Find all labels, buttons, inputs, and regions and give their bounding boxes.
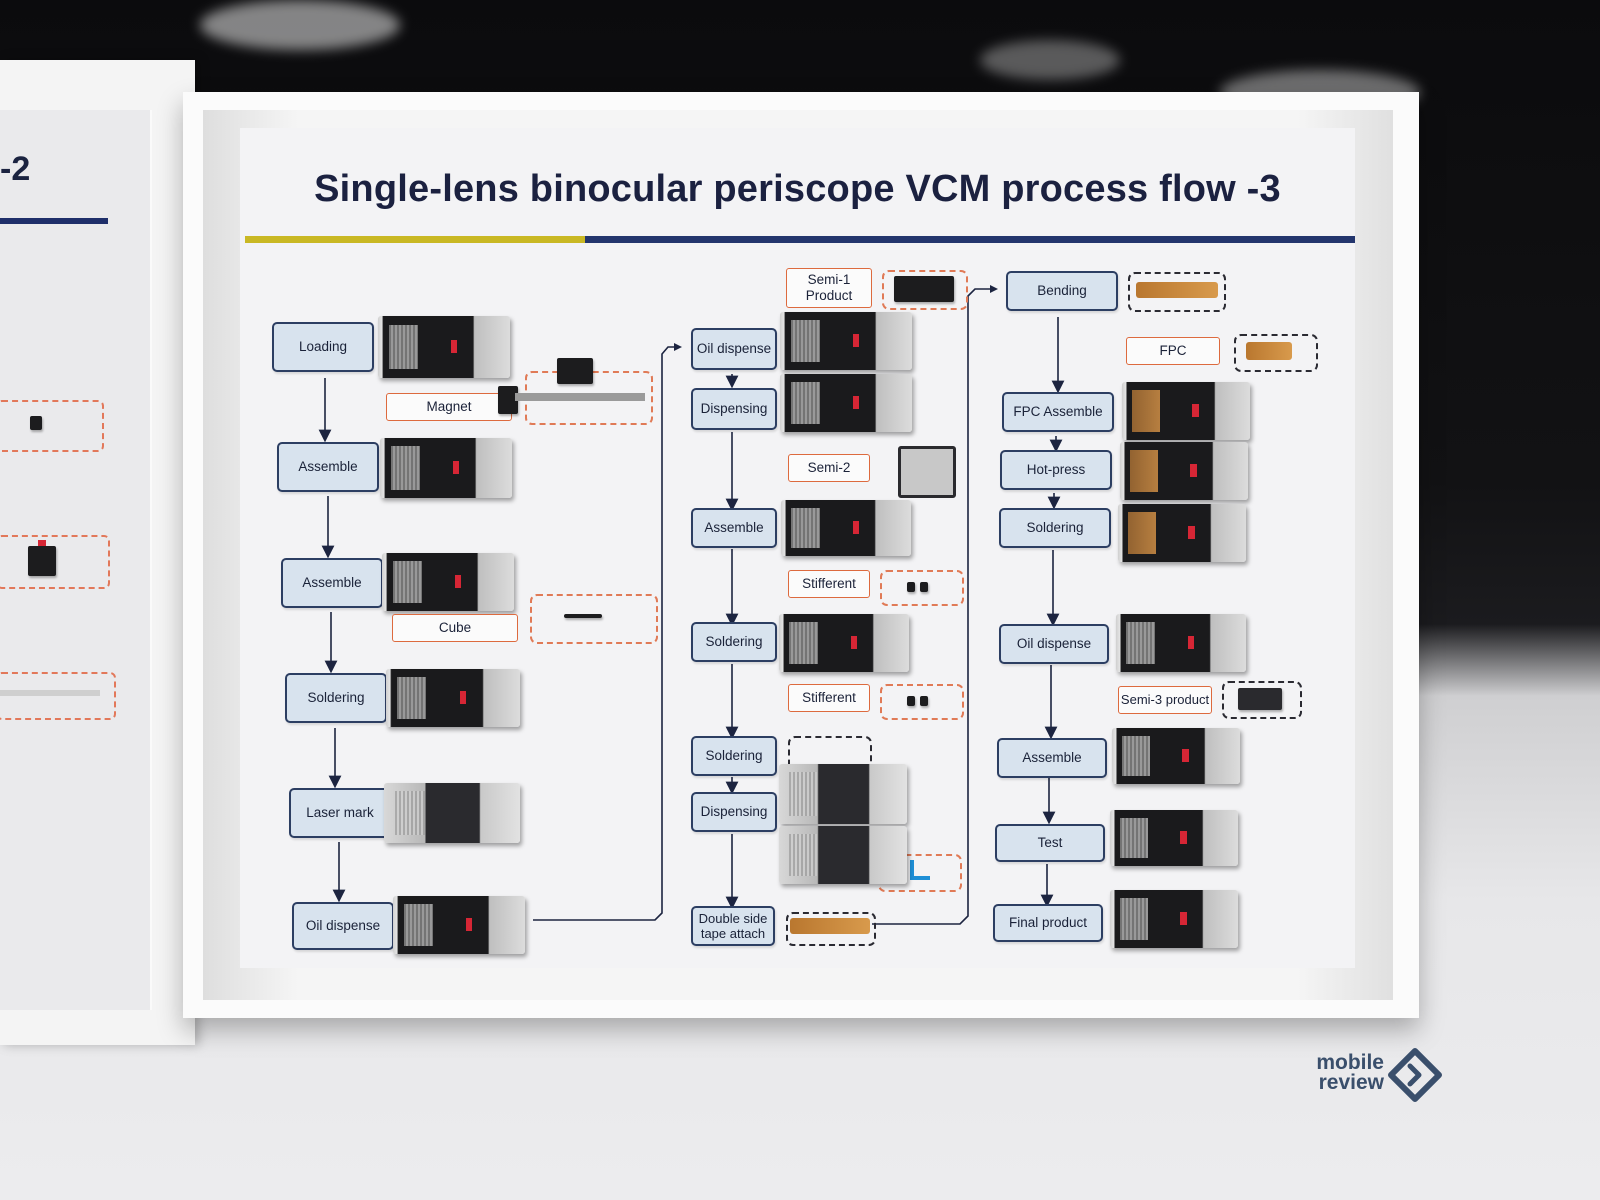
stifferent-part — [920, 696, 928, 706]
step-soldering-2: Soldering — [691, 622, 777, 662]
semi-3-part — [1238, 688, 1282, 710]
step-hot-press: Hot-press — [1000, 450, 1112, 490]
vcm-module — [779, 614, 909, 672]
label-semi-1-product: Semi-1 Product — [786, 268, 872, 308]
vcm-module — [780, 312, 912, 370]
left-display-rule — [0, 218, 108, 224]
semi-2-frame — [898, 446, 956, 498]
title-rule-yellow — [245, 236, 585, 243]
vcm-module — [382, 553, 514, 611]
step-test: Test — [995, 824, 1105, 862]
left-display-board — [0, 110, 152, 1010]
step-dispensing-2: Dispensing — [691, 792, 777, 832]
vcm-module — [1120, 442, 1248, 500]
watermark-logo-icon — [1388, 1048, 1442, 1102]
board-title: Single-lens binocular periscope VCM proc… — [314, 168, 1281, 210]
left-display-title: -2 — [0, 150, 31, 188]
step-oil-dispense: Oil dispense — [292, 902, 394, 950]
left-part — [28, 546, 56, 576]
step-assemble-4: Assemble — [997, 738, 1107, 778]
vcm-module — [779, 826, 907, 884]
step-soldering-3: Soldering — [691, 736, 777, 776]
stifferent-part-box — [880, 684, 964, 720]
watermark-text: mobile review — [1316, 1051, 1384, 1094]
watermark-line-2: review — [1318, 1071, 1384, 1094]
vcm-module — [384, 783, 520, 843]
fpc-tape-box — [786, 912, 876, 946]
fpc-strip — [790, 918, 870, 934]
tape-part — [910, 860, 914, 880]
vcm-module — [1110, 890, 1238, 948]
step-oil-dispense-2: Oil dispense — [691, 328, 777, 370]
left-dashed-box — [0, 672, 116, 720]
step-final-product: Final product — [993, 904, 1103, 942]
stifferent-part — [907, 696, 915, 706]
vcm-module — [1112, 728, 1240, 784]
step-soldering-4: Soldering — [999, 508, 1111, 548]
bent-fpc — [1136, 282, 1218, 298]
step-oil-dispense-3: Oil dispense — [999, 624, 1109, 664]
step-bending: Bending — [1006, 271, 1118, 311]
cube-part — [564, 614, 602, 618]
vcm-module — [780, 374, 912, 432]
step-laser-mark: Laser mark — [289, 788, 391, 838]
title-rule-blue — [585, 236, 1355, 243]
step-assemble-2: Assemble — [281, 558, 383, 608]
vcm-module — [779, 764, 907, 824]
left-dashed-box — [0, 400, 104, 452]
vcm-module — [1122, 382, 1250, 440]
step-assemble-1: Assemble — [277, 442, 379, 492]
label-cube: Cube — [392, 614, 518, 642]
stifferent-part — [920, 582, 928, 592]
vcm-module — [1110, 810, 1238, 866]
magnet-part — [498, 386, 518, 414]
vcm-module — [781, 500, 911, 556]
label-stifferent-1: Stifferent — [788, 570, 870, 598]
step-double-side-tape: Double side tape attach — [691, 906, 775, 946]
watermark-line-1: mobile — [1316, 1051, 1384, 1074]
vcm-module — [378, 316, 510, 378]
fpc-part-box — [1234, 334, 1318, 372]
left-part — [0, 690, 100, 696]
step-soldering: Soldering — [285, 673, 387, 723]
magnet-bracket — [515, 393, 645, 401]
step-fpc-assemble: FPC Assemble — [1002, 392, 1114, 432]
fpc-part — [1246, 342, 1292, 360]
label-semi-3-product: Semi-3 product — [1118, 686, 1212, 714]
label-semi-2: Semi-2 — [788, 454, 870, 482]
left-red-mark — [38, 540, 46, 546]
left-dashed-box — [0, 535, 110, 589]
magnet-part — [557, 358, 593, 384]
ceiling-light — [200, 0, 400, 50]
step-dispensing: Dispensing — [691, 388, 777, 430]
label-fpc: FPC — [1126, 337, 1220, 365]
tape-part — [910, 876, 930, 880]
bending-fpc-box — [1128, 272, 1226, 312]
vcm-module — [386, 669, 520, 727]
label-stifferent-2: Stifferent — [788, 684, 870, 712]
step-loading: Loading — [272, 322, 374, 372]
vcm-module — [380, 438, 512, 498]
ceiling-light — [980, 40, 1120, 80]
stifferent-part — [907, 582, 915, 592]
stifferent-part-box — [880, 570, 964, 606]
step-assemble-3: Assemble — [691, 508, 777, 548]
semi-1-part-box — [882, 270, 968, 310]
semi-3-part-box — [1222, 681, 1302, 719]
cube-part-box — [530, 594, 658, 644]
vcm-module — [1118, 504, 1246, 562]
vcm-module — [393, 896, 525, 954]
vcm-module — [1116, 614, 1246, 672]
semi-1-part — [894, 276, 954, 302]
label-magnet: Magnet — [386, 393, 512, 421]
left-part — [30, 416, 42, 430]
